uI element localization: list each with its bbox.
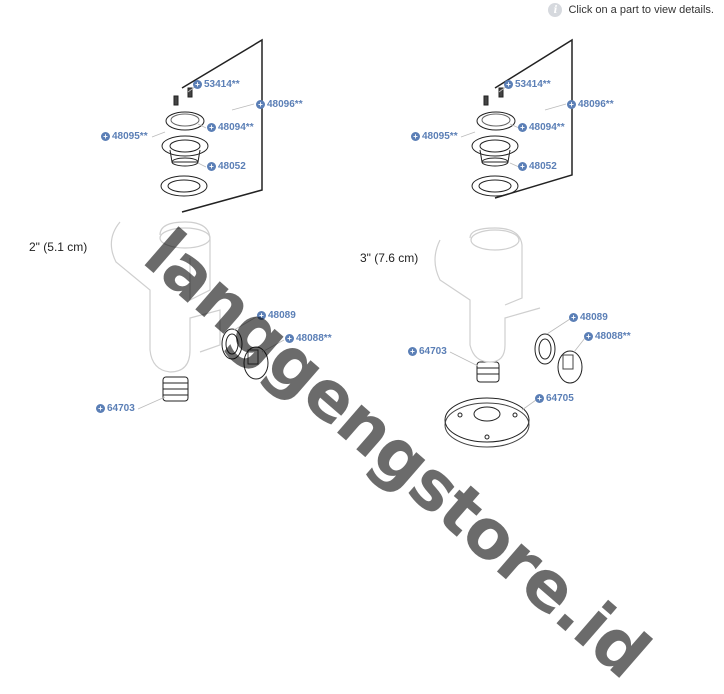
plus-icon: + [408,347,417,356]
plus-icon: + [256,100,265,109]
plus-icon: + [207,162,216,171]
plus-icon: + [584,332,593,341]
callout-right-48089[interactable]: + 48089 [569,312,608,323]
gasket-right [471,175,519,197]
callout-right-53414[interactable]: + 53414** [504,79,551,90]
callout-right-48096[interactable]: + 48096** [567,99,614,110]
plus-icon: + [101,132,110,141]
info-icon: i [548,3,563,17]
trap-body-right-ghost [434,227,541,363]
drain-body-right [471,135,519,157]
plus-icon: + [285,334,294,343]
callout-right-48095[interactable]: + 48095** [411,131,458,142]
nipple-right [476,361,500,383]
callout-right-64705[interactable]: + 64705 [535,393,574,404]
exploded-parts-diagram: i Click on a part to view details. [29,3,714,694]
bracket-left [181,38,263,213]
screw-left-1 [173,95,179,106]
strainer-plate-left [165,111,205,131]
washer-left [221,328,243,360]
callout-left-64703[interactable]: + 64703 [96,403,135,414]
callout-left-48096[interactable]: + 48096** [256,99,303,110]
plus-icon: + [96,404,105,413]
hint-text: Click on a part to view details. [568,4,714,16]
plus-icon: + [411,132,420,141]
parts-drawing [110,38,586,448]
bracket-right [494,38,573,199]
callout-left-53414[interactable]: + 53414** [193,79,240,90]
plus-icon: + [535,394,544,403]
plus-icon: + [567,100,576,109]
plug-left [243,346,269,380]
callout-right-48088[interactable]: + 48088** [584,331,631,342]
screw-left-2 [187,87,193,98]
plus-icon: + [504,80,513,89]
callout-right-64703[interactable]: + 64703 [408,346,447,357]
plus-icon: + [207,123,216,132]
dimension-label-left: 2" (5.1 cm) [29,240,88,254]
gasket-left [160,175,208,197]
hint-bar: i Click on a part to view details. [548,3,714,17]
plug-right [557,350,583,384]
screw-right-1 [483,95,489,106]
plus-icon: + [257,311,266,320]
plus-icon: + [569,313,578,322]
callout-left-48094[interactable]: + 48094** [207,122,254,133]
callout-left-48052[interactable]: + 48052 [207,161,246,172]
strainer-plate-right [476,111,516,131]
screw-right-2 [498,87,504,98]
callout-left-48088[interactable]: + 48088** [285,333,332,344]
callout-left-48089[interactable]: + 48089 [257,310,296,321]
washer-right [534,333,556,365]
callout-left-48095[interactable]: + 48095** [101,131,148,142]
plus-icon: + [193,80,202,89]
dimension-label-right: 3" (7.6 cm) [360,251,419,265]
callout-right-48094[interactable]: + 48094** [518,122,565,133]
drain-body-left [161,135,209,157]
callout-right-48052[interactable]: + 48052 [518,161,557,172]
plus-icon: + [518,162,527,171]
flange-base-right [444,397,530,443]
plus-icon: + [518,123,527,132]
